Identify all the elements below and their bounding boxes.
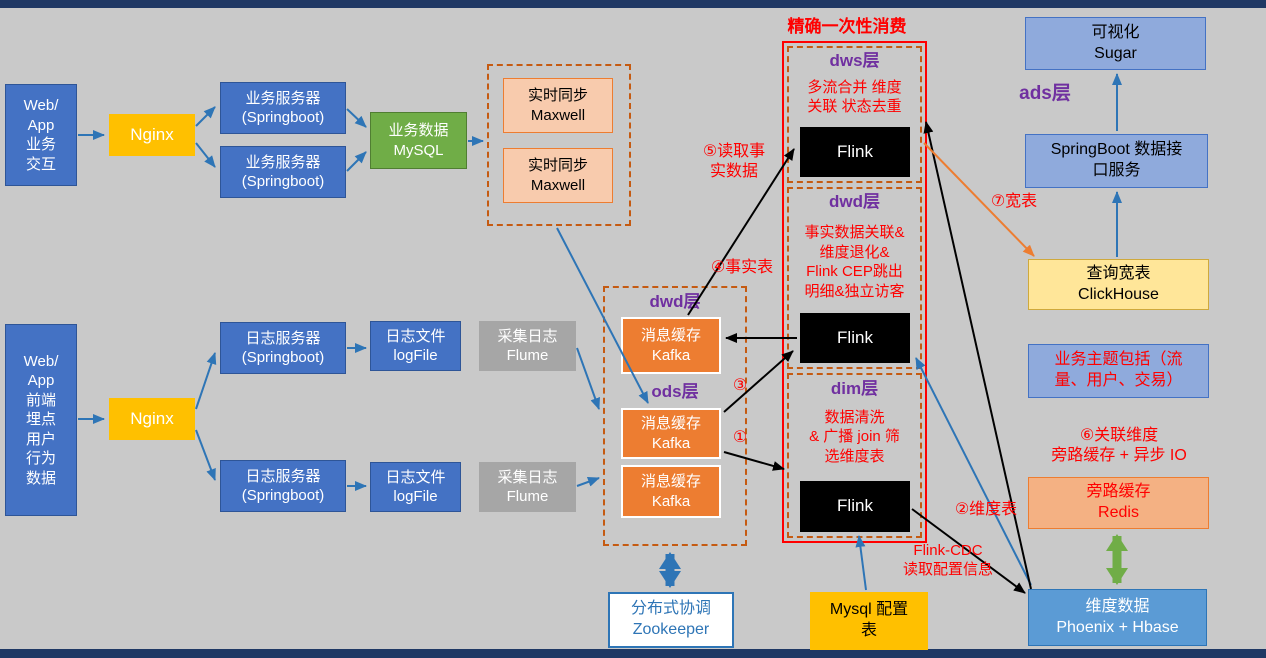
step5-label: ⑤读取事 实数据 [702, 143, 766, 180]
sugar-node: 可视化 Sugar [1025, 17, 1206, 70]
ads-layer-title: ads层 [1019, 83, 1071, 105]
arrow-mysqlconfig-flinkdim [855, 535, 867, 591]
business-topics-node: 业务主题包括（流 量、用户、交易） [1028, 344, 1209, 398]
arrow-flume2-kafka [576, 477, 600, 487]
step3-label: ③ [732, 377, 748, 394]
dwd-description: 事实数据关联& 维度退化& Flink CEP跳出 明细&独立访客 [804, 224, 905, 300]
dim-description: 数据清洗 & 广播 join 筛 选维度表 [809, 408, 900, 465]
dws-section [787, 46, 922, 183]
kafka-dwd-node: 消息缓存 Kafka [621, 317, 721, 374]
dws-layer-title: dws层 [829, 50, 880, 70]
business-server-2-node: 业务服务器 (Springboot) [220, 146, 346, 198]
arrow-bizserver1-mysql [346, 108, 367, 128]
web-app-business-node: Web/ App 业务 交互 [5, 84, 77, 186]
arrow-nginx-logserver1 [195, 352, 217, 410]
flink-cdc-label: Flink-CDC 读取配置信息 [902, 542, 993, 578]
zookeeper-node: 分布式协调 Zookeeper [608, 592, 734, 648]
ods-layer-title: ods层 [651, 381, 699, 401]
slide-top-bar [0, 0, 1266, 8]
logfile-1-node: 日志文件 logFile [370, 321, 461, 371]
arrow-nginx-logserver2 [195, 429, 216, 481]
mysql-config-node: Mysql 配置 表 [810, 592, 928, 650]
dwd-layer-kafka-title: dwd层 [649, 291, 701, 311]
mysql-node: 业务数据 MySQL [370, 112, 467, 169]
flink-dim-node: Flink [800, 481, 910, 532]
phoenix-hbase-node: 维度数据 Phoenix + Hbase [1028, 589, 1207, 646]
log-server-2-node: 日志服务器 (Springboot) [220, 460, 346, 512]
dws-description: 多流合并 维度 关联 状态去重 [807, 78, 902, 116]
step4-label: ④事实表 [710, 259, 774, 276]
kafka-group [603, 286, 747, 546]
step7-label: ⑦宽表 [990, 193, 1038, 210]
nginx-bottom-node: Nginx [109, 398, 195, 440]
logfile-2-node: 日志文件 logFile [370, 462, 461, 512]
business-server-1-node: 业务服务器 (Springboot) [220, 82, 346, 134]
dwd-layer-title: dwd层 [829, 191, 880, 211]
slide-bottom-bar [0, 649, 1266, 658]
kafka-ods-2-node: 消息缓存 Kafka [621, 465, 721, 518]
arrow-bizserver2-mysql [346, 151, 367, 172]
step6-label: ⑥关联维度 旁路缓存 + 异步 IO [1051, 427, 1187, 464]
web-app-frontend-node: Web/ App 前端 埋点 用户 行为 数据 [5, 324, 77, 516]
flume-1-node: 采集日志 Flume [479, 321, 576, 371]
flink-dwd-node: Flink [800, 313, 910, 363]
dim-layer-title: dim层 [830, 378, 879, 398]
maxwell-group [487, 64, 631, 226]
step2-label: ②维度表 [954, 501, 1018, 518]
redis-node: 旁路缓存 Redis [1028, 477, 1209, 529]
maxwell-1-node: 实时同步 Maxwell [503, 78, 613, 133]
clickhouse-node: 查询宽表 ClickHouse [1028, 259, 1209, 310]
flink-dws-node: Flink [800, 127, 910, 177]
log-server-1-node: 日志服务器 (Springboot) [220, 322, 346, 374]
nginx-top-node: Nginx [109, 114, 195, 156]
springboot-api-node: SpringBoot 数据接 口服务 [1025, 134, 1208, 188]
arrow-nginx-bizserver2 [195, 142, 216, 168]
kafka-ods-1-node: 消息缓存 Kafka [621, 408, 721, 459]
maxwell-2-node: 实时同步 Maxwell [503, 148, 613, 203]
exactly-once-title: 精确一次性消费 [787, 17, 907, 37]
flume-2-node: 采集日志 Flume [479, 462, 576, 512]
arrow-nginx-bizserver1 [195, 106, 216, 127]
arrow-flume1-kafka [576, 347, 600, 410]
step1-label: ① [732, 429, 748, 446]
